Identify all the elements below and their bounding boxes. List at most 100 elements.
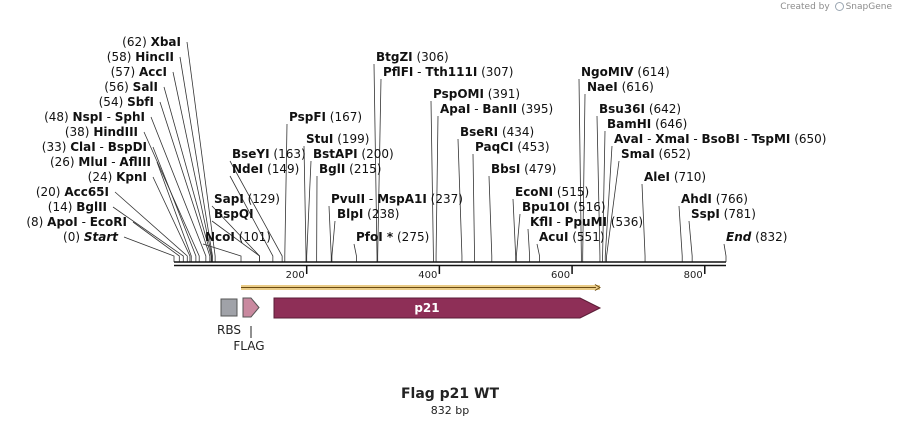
site-label-acc65i[interactable]: (20) Acc65I [36,185,109,199]
site-label-bseri[interactable]: BseRI (434) [460,125,534,139]
site-label-ndei[interactable]: NdeI (149) [232,162,299,176]
orf-arrow-icon [594,284,601,291]
site-labels: (0) Start(8) ApoI - EcoRI(14) BglII(20) … [26,35,826,244]
site-connector [156,161,192,262]
site-label-blpi[interactable]: BlpI (238) [337,207,399,221]
site-connector [602,130,606,262]
site-connector [229,175,274,262]
site-connector [150,116,207,262]
feature-flag[interactable] [242,297,260,318]
site-connector [143,131,200,262]
site-connector [678,205,683,262]
feature-rbs-label: RBS [217,323,241,337]
site-connector [353,243,357,262]
site-label-end[interactable]: End (832) [726,230,787,244]
site-connector [373,63,378,262]
ruler-tick-label: 400 [418,270,437,281]
site-label-kpni[interactable]: (24) KpnI [88,170,147,184]
site-connector [377,78,382,262]
site-label-stui[interactable]: StuI (199) [306,132,369,146]
site-label-sali[interactable]: (56) SalI [104,80,158,94]
site-connector [211,205,260,262]
site-label-apai[interactable]: ApaI - BanII (395) [440,102,553,116]
site-label-pvuii[interactable]: PvuII - MspA1I (237) [331,192,463,206]
site-label-alei[interactable]: AleI (710) [644,170,706,184]
feature-flag-label: FLAG [233,339,264,353]
site-label-start[interactable]: (0) Start [63,230,119,244]
sequence-ruler: 200 400 600 800 [174,261,726,281]
site-label-bpu10i[interactable]: Bpu10I (516) [522,200,606,214]
site-label-sapi[interactable]: SapI (129) [214,192,280,206]
site-label-nspi[interactable]: (48) NspI - SphI [44,110,145,124]
site-connector [152,146,197,262]
site-connector [284,123,288,262]
site-connector [303,145,307,262]
site-connector [114,191,188,262]
site-label-acui[interactable]: AcuI (551) [539,230,605,244]
credit-brand: SnapGene [845,2,892,12]
plasmid-name: Flag p21 WT [400,386,500,402]
site-label-paqci[interactable]: PaqCI (453) [475,140,550,154]
site-label-ncoi[interactable]: NcoI (101) [205,230,271,244]
site-label-xbai[interactable]: (62) XbaI [122,35,181,49]
site-connector [582,93,586,262]
site-label-bspqi[interactable]: BspQI [214,207,254,221]
site-connector [152,176,191,262]
site-label-bstapi[interactable]: BstAPI (200) [313,147,394,161]
site-connector-lines [112,41,727,262]
site-label-hindiii[interactable]: (38) HindIII [65,125,138,139]
plasmid-size: 832 bp [430,404,470,417]
site-connector [186,41,216,262]
site-label-acci[interactable]: (57) AccI [111,65,167,79]
site-label-pfoi[interactable]: PfoI * (275) [356,230,429,244]
feature-track: RBS FLAG p21 [217,284,602,353]
site-connector [430,100,434,262]
site-label-pspfi[interactable]: PspFI (167) [289,110,362,124]
site-label-avai[interactable]: AvaI - XmaI - BsoBI - TspMI (650) [614,132,826,146]
site-label-bsu36i[interactable]: Bsu36I (642) [599,102,681,116]
ruler-tick-label: 200 [286,270,305,281]
site-label-pspomi[interactable]: PspOMI (391) [433,87,520,101]
site-connector [488,175,493,262]
site-label-bbsi[interactable]: BbsI (479) [491,162,556,176]
site-connector [202,243,242,262]
snapgene-logo-icon [834,2,844,11]
site-connector [641,183,646,262]
site-connector [435,115,439,262]
feature-p21-label: p21 [414,301,439,315]
site-connector [159,101,211,262]
site-connector [604,145,613,262]
site-connector [172,71,213,262]
site-connector [331,220,336,262]
site-label-sbfi[interactable]: (54) SbfI [99,95,154,109]
site-label-naei[interactable]: NaeI (616) [587,80,654,94]
site-label-hincii[interactable]: (58) HincII [107,50,174,64]
site-label-bamhi[interactable]: BamHI (646) [607,117,687,131]
site-label-ahdi[interactable]: AhdI (766) [681,192,748,206]
feature-rbs[interactable] [220,298,238,317]
site-label-bglii[interactable]: (14) BglII [48,200,107,214]
site-label-ngomiv[interactable]: NgoMIV (614) [581,65,670,79]
site-connector [306,160,312,262]
site-connector [123,236,175,262]
site-label-bseyi[interactable]: BseYI (163) [232,147,306,161]
site-connector [723,243,727,262]
site-label-pflfi[interactable]: PflFI - Tth111I (307) [383,65,513,79]
site-connector [132,221,180,262]
site-label-bgli[interactable]: BglI (215) [319,162,381,176]
site-label-clai[interactable]: (33) ClaI - BspDI [42,140,147,154]
site-label-econi[interactable]: EcoNI (515) [515,185,589,199]
snapgene-credit: Created by SnapGene [780,2,892,12]
site-connector [229,160,283,262]
credit-prefix: Created by [780,2,830,12]
site-label-kfli[interactable]: KflI - PpuMI (536) [530,215,643,229]
site-label-apoi[interactable]: (8) ApoI - EcoRI [26,215,127,229]
site-label-mlui[interactable]: (26) MluI - AflIII [50,155,151,169]
site-label-sspi[interactable]: SspI (781) [691,207,756,221]
feature-p21[interactable] [273,297,602,319]
site-label-smai[interactable]: SmaI (652) [621,147,691,161]
site-label-btgzi[interactable]: BtgZI (306) [376,50,449,64]
ruler-tick-label: 600 [551,270,570,281]
ruler-tick-label: 800 [684,270,703,281]
